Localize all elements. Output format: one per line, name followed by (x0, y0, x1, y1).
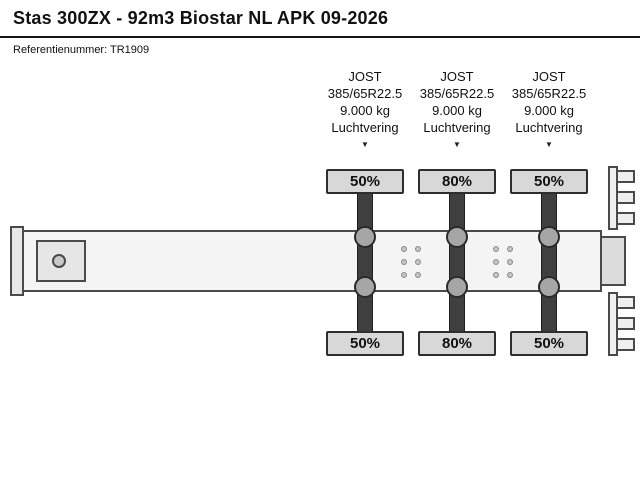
axle-3-load-bottom: 50% (510, 331, 588, 356)
bolt-dot (507, 246, 513, 252)
axle-2-wheel-bottom (446, 276, 468, 298)
bolt-dot (493, 259, 499, 265)
axle-capacity: 9.000 kg (340, 103, 390, 118)
axle-1-wheel-bottom (354, 276, 376, 298)
axle-3-info: JOST 385/65R22.5 9.000 kg Luchtvering ▼ (494, 68, 604, 149)
axle-brand: JOST (532, 69, 566, 84)
axle-2-load-top: 80% (418, 169, 496, 194)
rear-crossmember (600, 236, 626, 286)
axle-tire-size: 385/65R22.5 (511, 86, 587, 101)
axle-2-info: JOST 385/65R22.5 9.000 kg Luchtvering ▼ (402, 68, 512, 149)
title-divider (0, 36, 640, 38)
axle-1-wheel-top (354, 226, 376, 248)
axle-1-info: JOST 385/65R22.5 9.000 kg Luchtvering ▼ (310, 68, 420, 149)
axle-1-bar (357, 191, 373, 335)
dropdown-arrow-icon[interactable]: ▼ (453, 140, 461, 149)
bolt-dot (415, 246, 421, 252)
bolt-dot (401, 259, 407, 265)
axle-3-wheel-bottom (538, 276, 560, 298)
axle-2-load-bottom: 80% (418, 331, 496, 356)
rear-hinge-top-icon (608, 166, 635, 230)
rear-hinge-bottom-icon (608, 292, 635, 356)
bolt-dot (415, 259, 421, 265)
bolt-dot (493, 272, 499, 278)
axle-brand: JOST (440, 69, 474, 84)
axle-suspension: Luchtvering (515, 120, 583, 135)
crossmember-bolts-2 (493, 246, 513, 278)
bolt-dot (493, 246, 499, 252)
bolt-dot (401, 272, 407, 278)
bolt-dot (401, 246, 407, 252)
axle-1-load-bottom: 50% (326, 331, 404, 356)
chassis-front-cap (10, 226, 24, 296)
bolt-dot (507, 259, 513, 265)
bolt-dot (415, 272, 421, 278)
dropdown-arrow-icon[interactable]: ▼ (361, 140, 369, 149)
axle-2-wheel-top (446, 226, 468, 248)
dropdown-arrow-icon[interactable]: ▼ (545, 140, 553, 149)
axle-suspension: Luchtvering (423, 120, 491, 135)
axle-3-bar (541, 191, 557, 335)
axle-tire-size: 385/65R22.5 (419, 86, 495, 101)
reference-number: Referentienummer: TR1909 (13, 44, 150, 56)
axle-3-wheel-top (538, 226, 560, 248)
bolt-dot (507, 272, 513, 278)
axle-3-load-top: 50% (510, 169, 588, 194)
axle-brand: JOST (348, 69, 382, 84)
axle-tire-size: 385/65R22.5 (327, 86, 403, 101)
page-title: Stas 300ZX - 92m3 Biostar NL APK 09-2026 (13, 8, 389, 28)
axle-capacity: 9.000 kg (524, 103, 574, 118)
kingpin (52, 254, 66, 268)
axle-capacity: 9.000 kg (432, 103, 482, 118)
chassis-beam (10, 230, 602, 292)
axle-2-bar (449, 191, 465, 335)
crossmember-bolts-1 (401, 246, 421, 278)
axle-suspension: Luchtvering (331, 120, 399, 135)
axle-1-load-top: 50% (326, 169, 404, 194)
